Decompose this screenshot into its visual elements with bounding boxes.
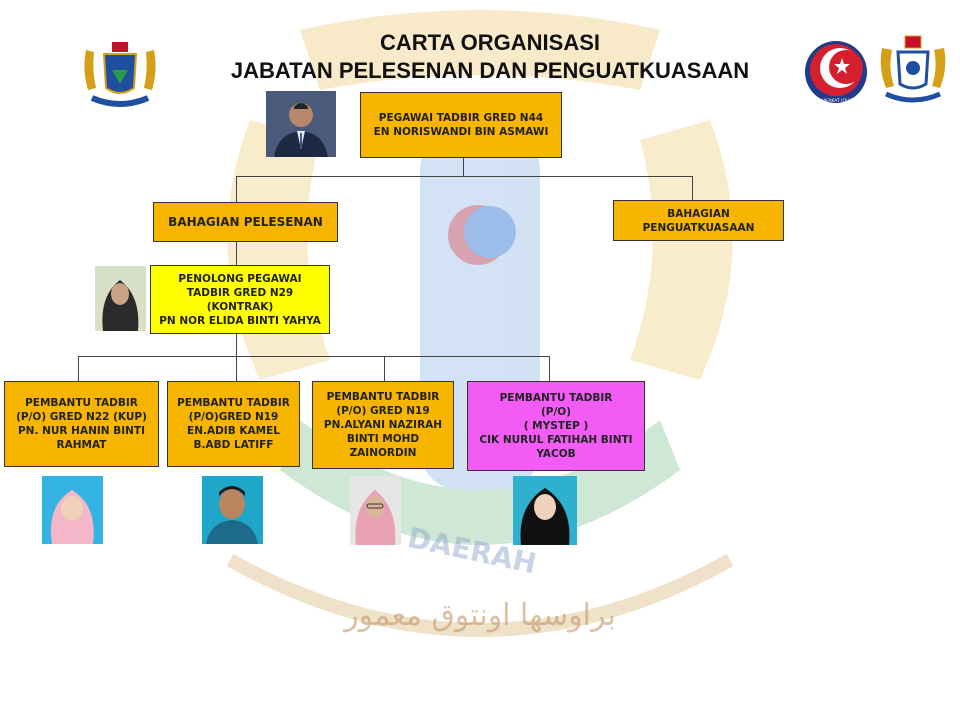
connector-to-enforcement	[692, 176, 693, 201]
node-staff-2-label: PEMBANTU TADBIR (P/O)GRED N19 EN.ADIB KA…	[177, 397, 290, 451]
node-staff-4: PEMBANTU TADBIR (P/O) ( MYSTEP ) CIK NUR…	[467, 381, 645, 471]
photo-head-officer	[266, 91, 336, 157]
muafakat-johor-logo: MUAFAKAT JOHOR	[805, 41, 867, 104]
node-staff-1: PEMBANTU TADBIR (P/O) GRED N22 (KUP) PN.…	[4, 381, 159, 467]
connector-level3-horizontal	[78, 356, 550, 357]
connector-level1-horizontal	[236, 176, 693, 177]
node-staff-3-label: PEMBANTU TADBIR (P/O) GRED N19 PN.ALYANI…	[323, 391, 443, 459]
node-assistant-officer-label: PENOLONG PEGAWAI TADBIR GRED N29 (KONTRA…	[159, 272, 321, 327]
node-staff-2: PEMBANTU TADBIR (P/O)GRED N19 EN.ADIB KA…	[167, 381, 300, 467]
node-head-officer: PEGAWAI TADBIR GRED N44 EN NORISWANDI BI…	[360, 92, 562, 158]
node-enforcement-division-label: BAHAGIAN PENGUATKUASAAN	[642, 207, 755, 234]
connector-to-staff2	[236, 356, 237, 382]
photo-staff-1	[42, 476, 103, 544]
connector-to-staff4	[549, 356, 550, 382]
chart-title: CARTA ORGANISASI	[380, 30, 600, 55]
connector-to-licensing	[236, 176, 237, 202]
watermark-text-jawi: براوسها اونتوق معمور	[342, 598, 616, 633]
photo-staff-4	[513, 476, 577, 545]
photo-staff-3	[350, 476, 401, 545]
node-enforcement-division: BAHAGIAN PENGUATKUASAAN	[613, 200, 784, 241]
johor-state-crest-logo	[880, 35, 946, 103]
connector-head-down	[463, 157, 464, 176]
connector-assistant-down	[236, 333, 237, 357]
node-licensing-division-label: BAHAGIAN PELESENAN	[168, 215, 323, 229]
connector-licensing-down	[236, 241, 237, 266]
node-staff-3: PEMBANTU TADBIR (P/O) GRED N19 PN.ALYANI…	[312, 381, 454, 469]
connector-to-staff1	[78, 356, 79, 382]
connector-to-staff3	[384, 356, 385, 382]
muafakat-caption: MUAFAKAT JOHOR	[816, 98, 856, 104]
node-assistant-officer: PENOLONG PEGAWAI TADBIR GRED N29 (KONTRA…	[150, 265, 330, 334]
node-staff-4-label: PEMBANTU TADBIR (P/O) ( MYSTEP ) CIK NUR…	[479, 392, 633, 460]
node-head-officer-label: PEGAWAI TADBIR GRED N44 EN NORISWANDI BI…	[373, 112, 549, 138]
council-crest-logo	[84, 42, 156, 107]
node-staff-1-label: PEMBANTU TADBIR (P/O) GRED N22 (KUP) PN.…	[16, 397, 147, 451]
node-licensing-division: BAHAGIAN PELESENAN	[153, 202, 338, 242]
chart-subtitle: JABATAN PELESENAN DAN PENGUATKUASAAN	[230, 58, 750, 83]
photo-staff-2	[202, 476, 263, 544]
photo-assistant-officer	[95, 266, 146, 331]
